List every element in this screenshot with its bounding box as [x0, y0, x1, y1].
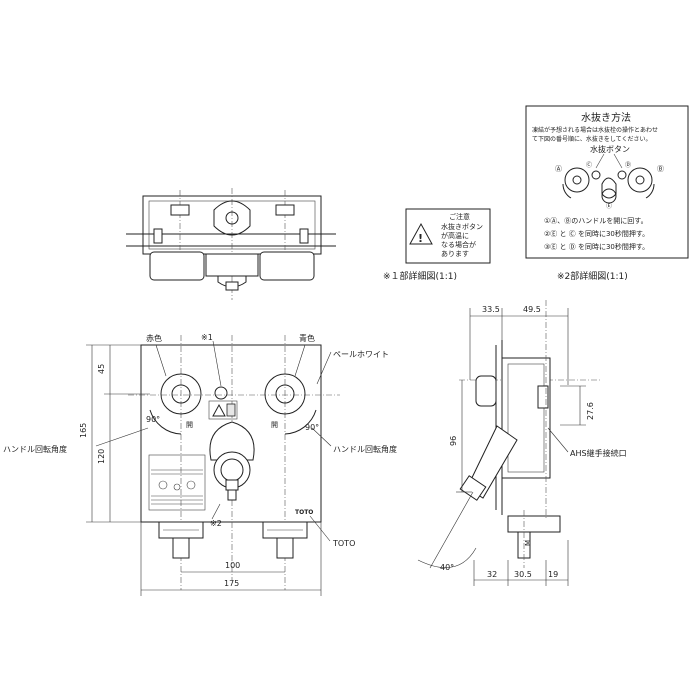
- dim-27-6: 27.6: [586, 402, 595, 420]
- marker-e: Ⓔ: [606, 202, 612, 210]
- label-note2: ※2: [210, 519, 222, 528]
- dim-49-5: 49.5: [523, 305, 541, 314]
- dim-96: 96: [449, 436, 458, 446]
- marker-a: Ⓐ: [555, 165, 562, 173]
- dim-175: 175: [224, 579, 239, 588]
- drain-step1: ①Ⓐ、Ⓑのハンドルを開に回す。: [544, 217, 648, 225]
- label-handle-angle-right: ハンドル回転角度: [333, 444, 397, 454]
- drain-title: 水抜き方法: [581, 111, 631, 124]
- side-labels: 33.5 49.5 27.6 96 AHS継手接続口 32 30.5 19 M …: [440, 305, 627, 579]
- detail1-title: ※１部詳細図(1:1): [383, 270, 457, 282]
- label-toto-brand: TOTO: [295, 509, 313, 516]
- drain-note1: 凍結が予想される場合は水抜栓の操作とあわせ: [532, 126, 658, 134]
- label-open-left: 開: [186, 421, 193, 429]
- drain-button-label: 水抜ボタン: [590, 144, 630, 154]
- dim-32: 32: [487, 570, 497, 579]
- marker-c: Ⓒ: [586, 161, 592, 169]
- drain-note2: て下図の番号順に、水抜きをしてください。: [532, 135, 651, 143]
- label-pale-white: ペールホワイト: [333, 350, 389, 359]
- dim-30-5: 30.5: [514, 570, 532, 579]
- label-open-right: 開: [271, 421, 278, 429]
- caution-line4: あります: [441, 250, 469, 258]
- top-view: [126, 188, 336, 300]
- dim-19: 19: [548, 570, 558, 579]
- caution-line1: 水抜きボタン: [441, 222, 483, 231]
- front-labels: 赤色 ※1 青色 ペールホワイト ハンドル回転角度 ハンドル回転角度 90° 9…: [3, 333, 397, 588]
- label-angle-90-left: 90°: [146, 415, 160, 424]
- dim-m: M: [524, 540, 532, 546]
- detail2-title: ※2部詳細図(1:1): [557, 270, 628, 282]
- dim-165: 165: [79, 423, 88, 438]
- front-dimensions: [86, 340, 332, 596]
- label-blue: 青色: [299, 333, 315, 343]
- dim-120: 120: [97, 449, 106, 464]
- drain-step2: ②Ⓔ と Ⓒ を同時に30秒間押す。: [544, 229, 649, 238]
- label-angle-40: 40°: [440, 563, 454, 572]
- caution-detail: ! ご注意 水抜きボタン が高温に なる場合が あります ※１部詳細図(1:1): [383, 208, 491, 282]
- label-red: 赤色: [146, 333, 162, 343]
- side-dimensions: [417, 308, 586, 586]
- drain-detail: 水抜き方法 凍結が予想される場合は水抜栓の操作とあわせ て下図の番号順に、水抜き…: [525, 105, 689, 282]
- label-toto: TOTO: [332, 539, 355, 548]
- label-ahs: AHS継手接続口: [570, 448, 627, 458]
- dim-33-5: 33.5: [482, 305, 500, 314]
- drain-step3: ③Ⓔ と Ⓓ を同時に30秒間押す。: [544, 242, 649, 251]
- caution-exclamation: !: [418, 232, 423, 245]
- side-view: [459, 300, 600, 568]
- marker-d: Ⓓ: [625, 161, 631, 169]
- dim-45: 45: [97, 364, 106, 374]
- dim-100: 100: [225, 561, 240, 570]
- caution-line2: が高温に: [441, 231, 469, 240]
- marker-b: Ⓑ: [657, 165, 664, 173]
- label-handle-angle-left: ハンドル回転角度: [3, 444, 67, 454]
- caution-title: ご注意: [449, 212, 470, 221]
- front-view: [128, 335, 340, 590]
- caution-line3: なる場合が: [441, 240, 476, 249]
- label-note1: ※1: [201, 333, 213, 342]
- label-angle-90-right: 90°: [305, 423, 319, 432]
